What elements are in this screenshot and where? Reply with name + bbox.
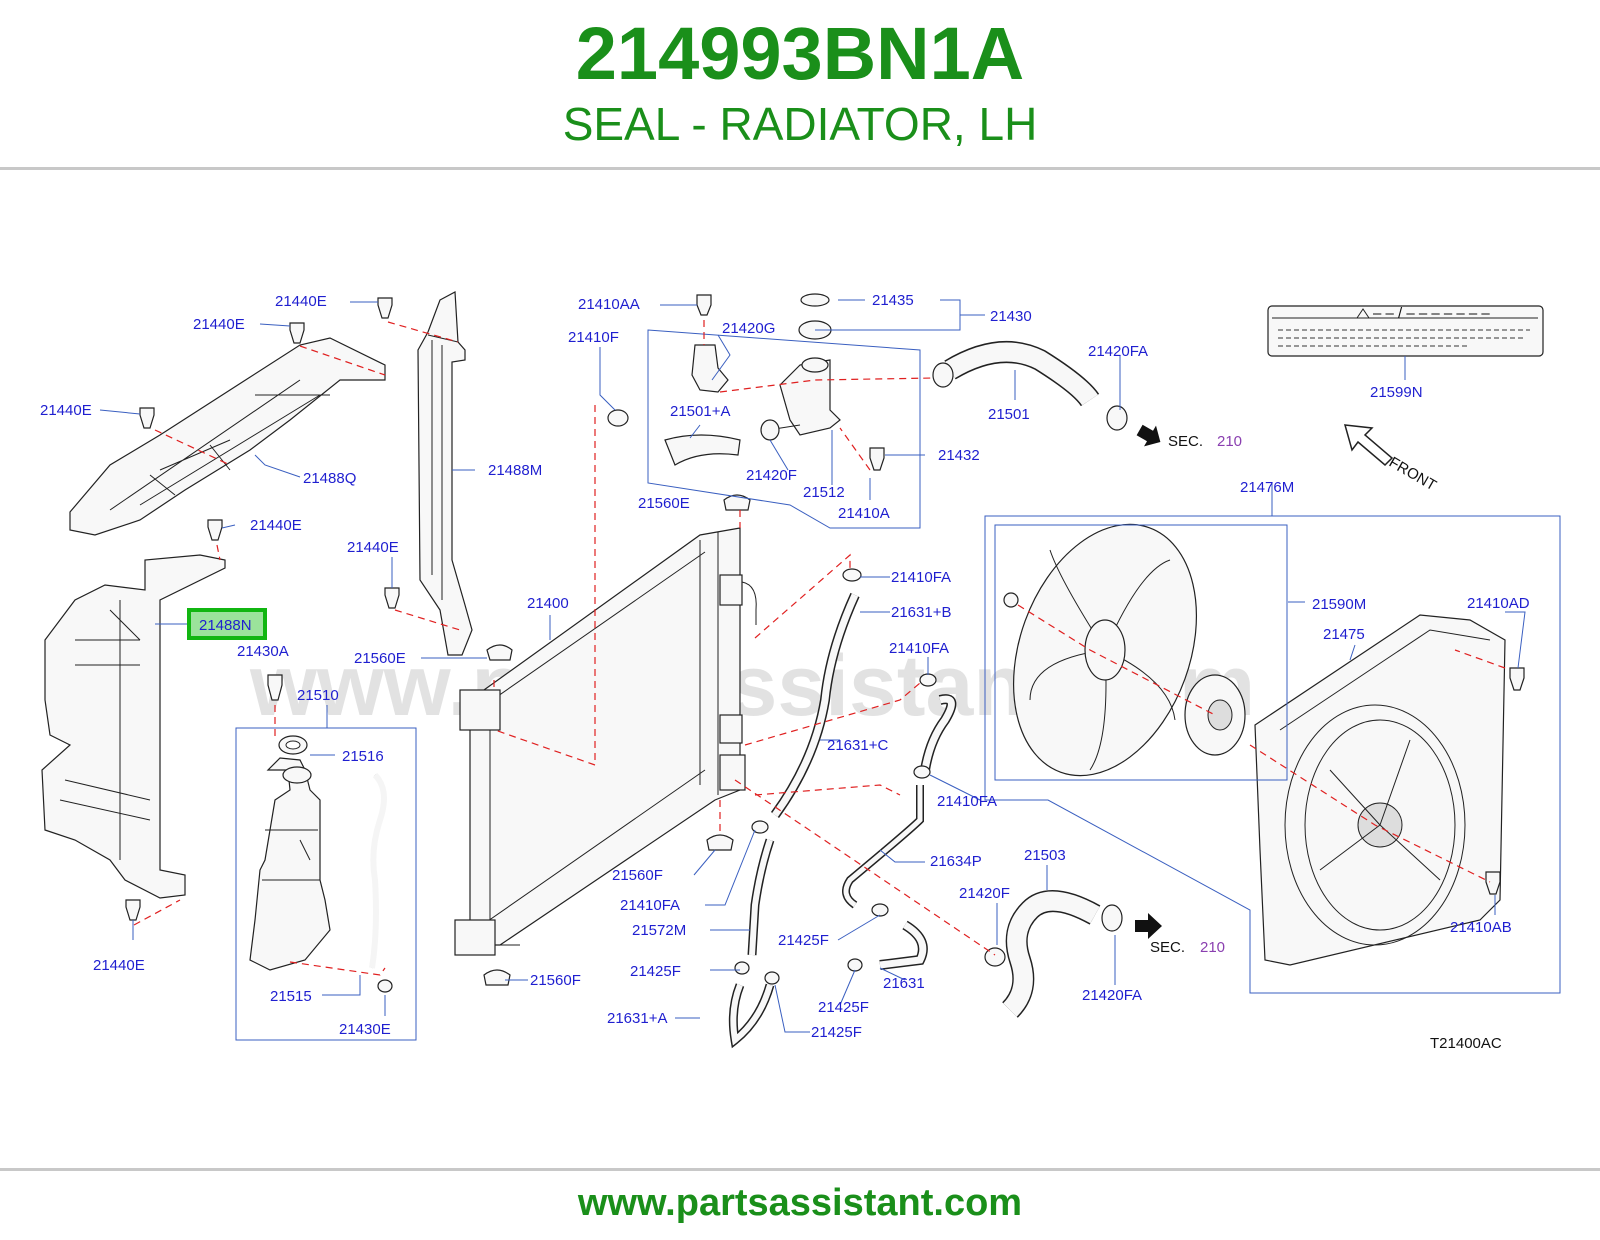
filler-neck <box>664 293 841 466</box>
label-21631B[interactable]: 21631+B <box>891 604 951 621</box>
part-description: SEAL - RADIATOR, LH <box>562 98 1038 150</box>
label-21420F-2[interactable]: 21420F <box>959 885 1010 902</box>
label-21560E-1[interactable]: 21560E <box>354 650 406 667</box>
label-21420G[interactable]: 21420G <box>722 320 775 337</box>
label-21475[interactable]: 21475 <box>1323 626 1365 643</box>
label-21425F-1[interactable]: 21425F <box>778 932 829 949</box>
label-21410FA-1[interactable]: 21410FA <box>891 569 951 586</box>
label-21488N[interactable]: 21488N <box>199 617 252 634</box>
label-21430[interactable]: 21430 <box>990 308 1032 325</box>
air-guide-lower <box>41 554 226 899</box>
sec-arrow-upper <box>1136 424 1161 447</box>
air-guide-upper <box>69 337 386 536</box>
label-21435[interactable]: 21435 <box>872 292 914 309</box>
header: 214993BN1A SEAL - RADIATOR, LH <box>0 0 1600 168</box>
label-21476M[interactable]: 21476M <box>1240 479 1294 496</box>
reservoir-tank <box>249 735 387 971</box>
label-21400[interactable]: 21400 <box>527 595 569 612</box>
fan-shroud <box>1254 614 1506 966</box>
header-divider <box>0 167 1600 170</box>
label-21410F[interactable]: 21410F <box>568 329 619 346</box>
label-21560E-2[interactable]: 21560E <box>638 495 690 512</box>
assembly-lines <box>133 320 1506 976</box>
label-21440E-1[interactable]: 21440E <box>275 293 327 310</box>
fan-assembly <box>1012 523 1246 777</box>
label-21501[interactable]: 21501 <box>988 406 1030 423</box>
sec-number-lower[interactable]: 210 <box>1200 939 1225 956</box>
small-hoses <box>728 592 957 1049</box>
label-21503[interactable]: 21503 <box>1024 847 1066 864</box>
label-21420FA-1[interactable]: 21420FA <box>1088 343 1148 360</box>
sec-number-upper[interactable]: 210 <box>1217 433 1242 450</box>
label-21410FA-2[interactable]: 21410FA <box>889 640 949 657</box>
label-21440E-6[interactable]: 21440E <box>93 957 145 974</box>
label-21410FA-3[interactable]: 21410FA <box>937 793 997 810</box>
label-21410FA-4[interactable]: 21410FA <box>620 897 680 914</box>
label-21440E-5[interactable]: 21440E <box>347 539 399 556</box>
label-21432[interactable]: 21432 <box>938 447 980 464</box>
label-21420F-1[interactable]: 21420F <box>746 467 797 484</box>
front-arrow: FRONT <box>1343 424 1439 495</box>
label-21410A[interactable]: 21410A <box>838 505 890 522</box>
sec-label-lower: SEC. <box>1150 939 1185 956</box>
hose-clamps <box>377 362 1128 993</box>
label-21634P[interactable]: 21634P <box>930 853 982 870</box>
label-21572M[interactable]: 21572M <box>632 922 686 939</box>
part-number-title: 214993BN1A <box>575 12 1025 95</box>
label-21410AB[interactable]: 21410AB <box>1450 919 1512 936</box>
leader-lines <box>99 299 1526 1033</box>
front-label: FRONT <box>1386 454 1439 495</box>
label-21631A[interactable]: 21631+A <box>607 1010 667 1027</box>
label-21510[interactable]: 21510 <box>297 687 339 704</box>
highlight-21488N[interactable] <box>187 608 267 640</box>
label-21425F-4[interactable]: 21425F <box>811 1024 862 1041</box>
label-21590M[interactable]: 21590M <box>1312 596 1366 613</box>
part-labels: 21440E 21440E 21440E 21440E 21440E 21440… <box>40 292 1530 1052</box>
label-21425F-3[interactable]: 21425F <box>818 999 869 1016</box>
label-21560F-2[interactable]: 21560F <box>530 972 581 989</box>
label-21440E-3[interactable]: 21440E <box>40 402 92 419</box>
group-boxes <box>235 329 1561 1041</box>
side-bracket <box>417 291 473 656</box>
label-21516[interactable]: 21516 <box>342 748 384 765</box>
label-21599N[interactable]: 21599N <box>1370 384 1423 401</box>
upper-hose <box>944 341 1100 407</box>
sec-label-upper: SEC. <box>1168 433 1203 450</box>
label-21488Q[interactable]: 21488Q <box>303 470 356 487</box>
warning-label-plate: – – / – – – – – – – <box>1267 305 1544 357</box>
label-21425F-2[interactable]: 21425F <box>630 963 681 980</box>
label-21512[interactable]: 21512 <box>803 484 845 501</box>
label-21440E-2[interactable]: 21440E <box>193 316 245 333</box>
label-21488M[interactable]: 21488M <box>488 462 542 479</box>
label-21515[interactable]: 21515 <box>270 988 312 1005</box>
svg-text:– – / – – – – – – –: – – / – – – – – – – <box>1373 305 1490 322</box>
label-21430E[interactable]: 21430E <box>339 1021 391 1038</box>
label-21631C[interactable]: 21631+C <box>827 737 888 754</box>
label-21501A[interactable]: 21501+A <box>670 403 730 420</box>
diagram-code: T21400AC <box>1430 1035 1502 1052</box>
label-21420FA-2[interactable]: 21420FA <box>1082 987 1142 1004</box>
footer-divider <box>0 1168 1600 1171</box>
label-21560F-1[interactable]: 21560F <box>612 867 663 884</box>
label-21410AA[interactable]: 21410AA <box>578 296 640 313</box>
label-21410AD[interactable]: 21410AD <box>1467 595 1530 612</box>
label-21631[interactable]: 21631 <box>883 975 925 992</box>
label-21430A[interactable]: 21430A <box>237 643 289 660</box>
sec-arrow-lower <box>1135 913 1162 939</box>
radiator <box>454 527 757 956</box>
label-21440E-4[interactable]: 21440E <box>250 517 302 534</box>
fasteners <box>125 294 1525 986</box>
footer-url[interactable]: www.partsassistant.com <box>577 1182 1023 1224</box>
lower-hose <box>1001 890 1101 1018</box>
